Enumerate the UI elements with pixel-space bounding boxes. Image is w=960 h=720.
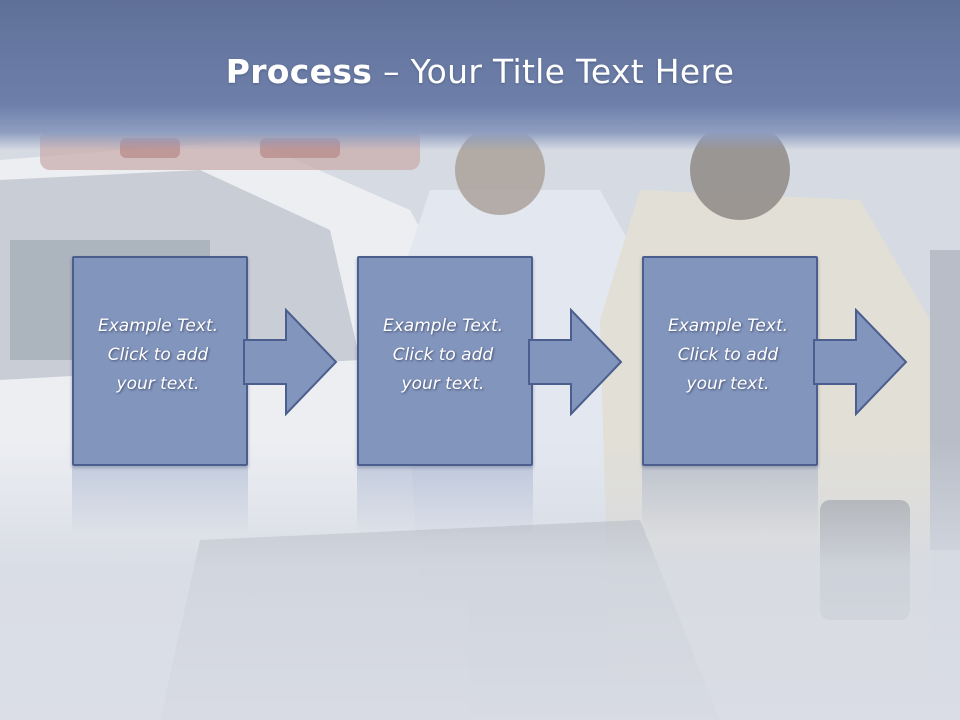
step-box[interactable] xyxy=(357,256,533,466)
title-band xyxy=(0,0,960,150)
slide-title[interactable]: Process – Your Title Text Here xyxy=(0,52,960,91)
step-text-line-1: Example Text. xyxy=(667,316,789,336)
step-text-line-3: your text. xyxy=(116,374,200,394)
process-step-2[interactable]: Example Text. Click to add your text. xyxy=(357,256,623,536)
process-step-3[interactable]: Example Text. Click to add your text. xyxy=(642,256,908,536)
step-text-line-1: Example Text. xyxy=(382,316,504,336)
process-step-1[interactable]: Example Text. Click to add your text. xyxy=(72,256,338,536)
arrow-right-icon xyxy=(528,308,623,416)
step-text-line-3: your text. xyxy=(401,374,485,394)
photo-fade-overlay xyxy=(0,440,960,720)
arrow-right-icon xyxy=(813,308,908,416)
arrow-right-icon xyxy=(243,308,338,416)
step-text[interactable]: Example Text. Click to add your text. xyxy=(642,312,814,399)
step-text[interactable]: Example Text. Click to add your text. xyxy=(357,312,529,399)
step-text-line-1: Example Text. xyxy=(97,316,219,336)
step-reflection xyxy=(72,466,248,536)
step-reflection xyxy=(642,466,818,536)
step-text[interactable]: Example Text. Click to add your text. xyxy=(72,312,244,399)
step-box[interactable] xyxy=(72,256,248,466)
step-text-line-3: your text. xyxy=(686,374,770,394)
step-box[interactable] xyxy=(642,256,818,466)
step-text-line-2: Click to add xyxy=(392,345,494,365)
step-text-line-2: Click to add xyxy=(107,345,209,365)
step-text-line-2: Click to add xyxy=(677,345,779,365)
title-bold: Process xyxy=(225,52,373,91)
title-rest: – Your Title Text Here xyxy=(372,52,735,91)
step-reflection xyxy=(357,466,533,536)
